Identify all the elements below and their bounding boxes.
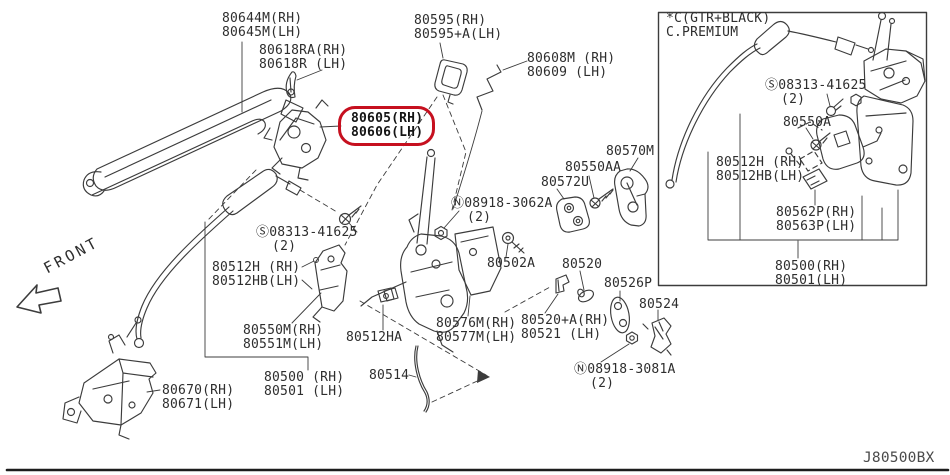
clip-80520A-drawing	[555, 274, 570, 294]
part-80670-drawing	[62, 316, 157, 440]
bracket-lines	[204, 113, 899, 371]
disc-80526P-drawing	[610, 296, 630, 334]
clip-80618RA-drawing	[285, 71, 297, 99]
bracket-80576M-drawing	[454, 226, 502, 296]
main-lock-assembly-drawing	[360, 148, 469, 353]
plate-80572U-drawing	[555, 196, 590, 233]
bulb-80520-drawing	[577, 288, 595, 303]
inset-clips-drawing	[785, 121, 828, 190]
leader-lines	[146, 41, 831, 393]
front-arrow-icon	[16, 284, 62, 314]
screw-80550AA-drawing	[589, 188, 614, 209]
handle-bracket-80605-drawing	[263, 99, 329, 181]
inset-cable-drawing	[665, 20, 875, 189]
nut-3081A-drawing	[625, 331, 639, 345]
inset-lock-assembly-drawing	[810, 11, 926, 186]
dashed-arrowhead	[477, 370, 490, 383]
outer-handle-drawing	[82, 87, 304, 197]
dashed-lines	[207, 94, 551, 403]
nut-80512HA-drawing	[377, 287, 395, 303]
striker-80570M-drawing	[613, 168, 649, 227]
nut-3062A-drawing	[434, 225, 448, 241]
inset-variant-box	[657, 11, 928, 287]
rod-80514-drawing	[414, 345, 430, 413]
lever-80524-drawing	[642, 317, 672, 356]
escutcheon-80595-drawing	[434, 59, 468, 105]
lock-cable-drawing	[133, 168, 362, 349]
bolt-80502A-drawing	[501, 231, 525, 254]
bracket-80550M-drawing	[312, 244, 348, 323]
rod-80608M-drawing	[476, 64, 502, 111]
